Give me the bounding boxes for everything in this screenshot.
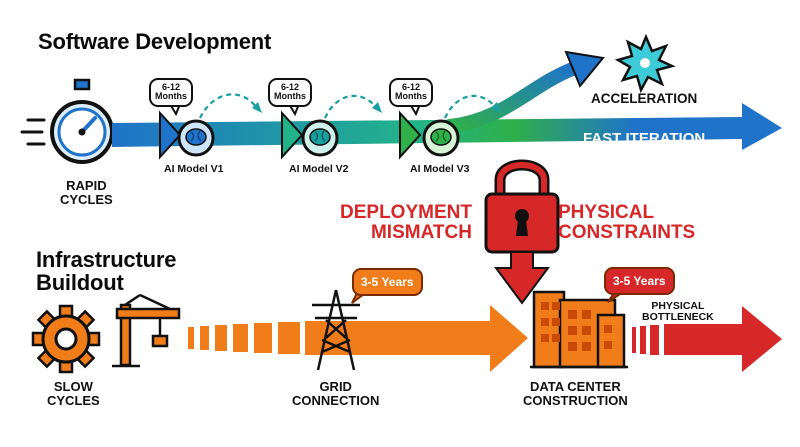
brain-icon-v3 — [422, 119, 460, 157]
years-bubble-datacenter: 3-5 Years — [604, 267, 675, 295]
years-bubble-grid: 3-5 Years — [352, 268, 423, 296]
model-chevrons — [159, 110, 422, 160]
brain-icon-v2 — [301, 119, 339, 157]
slow-cycles-label: SLOW CYCLES — [47, 379, 100, 408]
physical-constraints-label: PHYSICAL CONSTRAINTS — [558, 202, 696, 243]
starburst-icon — [614, 33, 676, 94]
months-bubble-1: 6-12 Months — [149, 78, 193, 107]
data-center-label: DATA CENTER CONSTRUCTION — [523, 379, 628, 408]
crane-icon — [112, 293, 181, 368]
gear-icon — [31, 304, 101, 374]
grid-connection-label: GRID CONNECTION — [292, 379, 380, 408]
rapid-cycles-label: RAPID CYCLES — [60, 178, 113, 207]
padlock-icon — [484, 159, 560, 254]
infrastructure-arrow — [305, 305, 528, 372]
dashed-connectors — [199, 93, 498, 119]
physical-bottleneck-label: PHYSICAL BOTTLENECK — [642, 300, 714, 324]
stopwatch-icon — [50, 78, 114, 164]
power-pylon-icon — [312, 289, 360, 371]
deployment-mismatch-label: DEPLOYMENT MISMATCH — [340, 202, 472, 243]
dashed-connector-heads — [252, 102, 501, 113]
model-label-v3: AI Model V3 — [410, 163, 470, 175]
speed-lines — [20, 118, 46, 146]
acceleration-arrow — [443, 50, 605, 133]
down-arrow — [494, 251, 550, 305]
slow-dashes — [188, 322, 300, 354]
model-label-v2: AI Model V2 — [289, 163, 349, 175]
data-center-icon — [530, 290, 628, 369]
model-label-v1: AI Model V1 — [164, 163, 224, 175]
software-development-title: Software Development — [38, 29, 272, 54]
acceleration-label: ACCELERATION — [591, 91, 698, 106]
bottleneck-arrow — [632, 306, 782, 372]
infrastructure-buildout-title: Infrastructure Buildout — [36, 247, 177, 296]
months-bubble-3: 6-12 Months — [389, 78, 433, 107]
brain-icon-v1 — [177, 119, 215, 157]
fast-iteration-label: FAST ITERATION — [583, 130, 706, 147]
months-bubble-2: 6-12 Months — [268, 78, 312, 107]
